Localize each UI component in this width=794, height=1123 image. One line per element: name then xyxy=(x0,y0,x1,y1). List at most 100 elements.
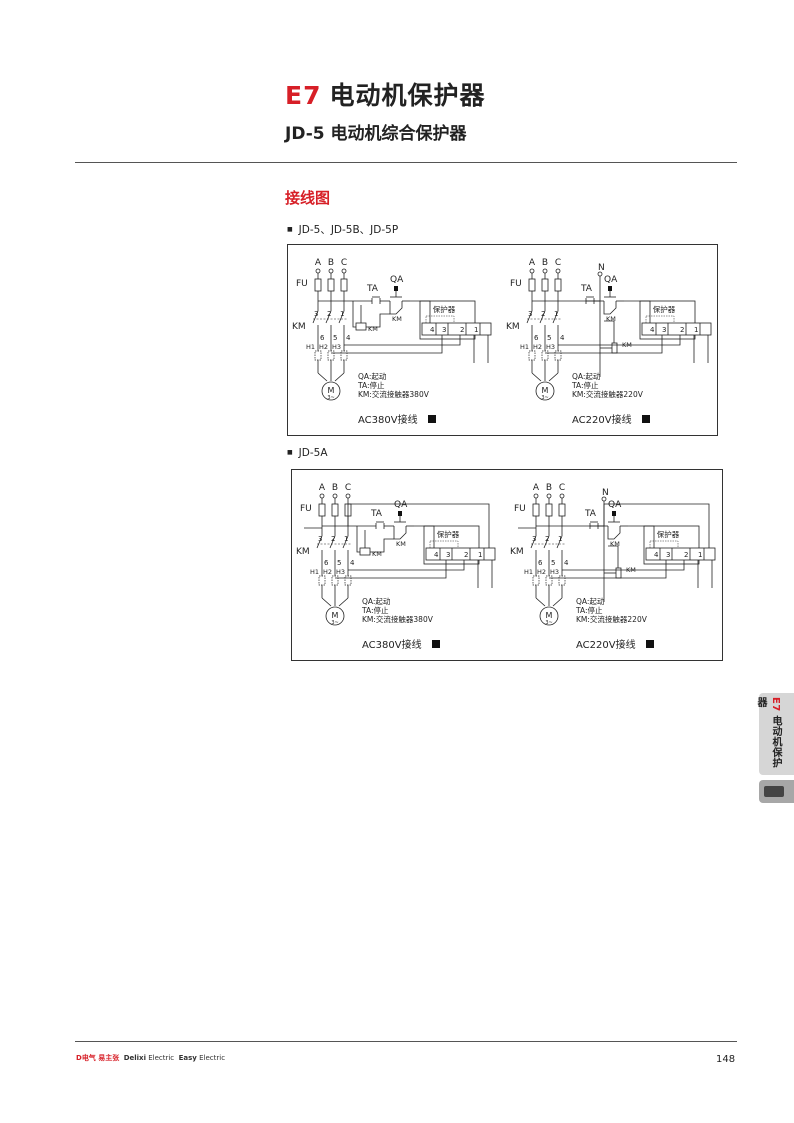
km-contact xyxy=(530,535,537,549)
km-contact xyxy=(316,535,323,549)
section-title: 接线图 xyxy=(285,189,331,207)
contact-bottom-6: 6 xyxy=(538,559,543,567)
transformer-H1: H1 xyxy=(310,568,319,576)
group-label-2: JD-5A xyxy=(287,447,328,459)
wire xyxy=(331,335,443,354)
km-coil-label: KM xyxy=(368,325,378,333)
qa-button-icon xyxy=(608,286,612,291)
transformer-H2: H2 xyxy=(319,343,328,351)
fuse-label: FU xyxy=(296,279,308,289)
legend-km: KM:交流接触器220V xyxy=(576,614,648,624)
phase-label-B: B xyxy=(542,258,548,268)
km-aux-contact xyxy=(393,526,407,540)
phase-terminal xyxy=(542,268,548,274)
wire xyxy=(604,320,615,343)
terminal-4: 4 xyxy=(654,551,659,559)
phase-label-B: B xyxy=(546,483,552,493)
ct-3 xyxy=(554,350,562,361)
km-contact xyxy=(325,310,332,324)
neutral-label: N xyxy=(598,263,605,273)
terminal-1: 1 xyxy=(694,326,698,334)
ct-2 xyxy=(327,350,335,361)
legend-qa: QA:起动 xyxy=(576,596,605,606)
motor-phase-label: 3~ xyxy=(327,395,334,401)
terminal-3: 3 xyxy=(662,326,666,334)
fuse-1 xyxy=(528,278,536,292)
ct-2 xyxy=(331,575,339,586)
km-contact xyxy=(342,535,349,549)
contact-top-1: 1 xyxy=(344,535,348,543)
phase-terminal xyxy=(529,268,535,274)
transformer-H2: H2 xyxy=(537,568,546,576)
terminal-4: 4 xyxy=(650,326,655,334)
motor-icon xyxy=(325,606,345,626)
wire xyxy=(321,597,332,607)
km-label: KM xyxy=(292,322,306,332)
km-coil xyxy=(355,322,367,331)
qa-label: QA xyxy=(604,275,618,285)
fuse-2 xyxy=(331,503,339,517)
phase-label-A: A xyxy=(315,258,322,268)
transformer-H3: H3 xyxy=(336,568,345,576)
wire xyxy=(414,525,435,548)
brand-en-delixi: Delixi xyxy=(123,1054,146,1062)
wire xyxy=(348,560,465,571)
contact-top-2: 2 xyxy=(541,310,545,318)
wire xyxy=(344,335,461,346)
side-tab[interactable] xyxy=(759,693,794,775)
km-aux-label: KM xyxy=(606,315,616,323)
terminal-3: 3 xyxy=(442,326,446,334)
wire xyxy=(347,503,490,548)
brand-en-electric: Electric xyxy=(148,1054,175,1062)
fuse-3 xyxy=(554,278,562,292)
protector-label: 保护器 xyxy=(653,304,676,314)
wire xyxy=(603,503,710,548)
contact-bottom-5: 5 xyxy=(547,334,551,342)
phase-label-C: C xyxy=(345,483,351,493)
km-contact xyxy=(312,310,319,324)
contact-bottom-5: 5 xyxy=(333,334,337,342)
ct-1 xyxy=(314,350,322,361)
terminal-strip xyxy=(421,322,492,336)
transformer-H2: H2 xyxy=(323,568,332,576)
phase-terminal xyxy=(319,493,325,499)
contact-top-3: 3 xyxy=(314,310,318,318)
brand-logo-mark: D xyxy=(76,1054,82,1062)
km-aux-label: KM xyxy=(396,540,406,548)
bottom-divider xyxy=(75,1041,737,1042)
protector-product-icon xyxy=(764,786,784,797)
fuse-1 xyxy=(314,278,322,292)
title-text: 电动机保护器 xyxy=(329,81,486,110)
phase-terminal xyxy=(533,493,539,499)
phase-label-C: C xyxy=(341,258,347,268)
contact-top-1: 1 xyxy=(558,535,562,543)
phase-terminal xyxy=(546,493,552,499)
brand-en-electric2: Electric xyxy=(199,1054,226,1062)
km-label: KM xyxy=(296,547,310,557)
legend-km: KM:交流接触器220V xyxy=(572,389,644,399)
ct-2 xyxy=(545,575,553,586)
phase-terminal xyxy=(332,493,338,499)
phase-label-A: A xyxy=(533,483,540,493)
contact-top-2: 2 xyxy=(327,310,331,318)
legend-qa: QA:起动 xyxy=(572,371,601,381)
terminal-4: 4 xyxy=(430,326,435,334)
km-contact xyxy=(543,535,550,549)
contact-bottom-4: 4 xyxy=(564,559,569,567)
protector-label: 保护器 xyxy=(433,304,456,314)
transformer-H1: H1 xyxy=(520,343,529,351)
wire xyxy=(535,597,546,607)
legend-qa: QA:起动 xyxy=(362,596,391,606)
legend-ta: TA:停止 xyxy=(357,380,385,390)
fuse-3 xyxy=(558,503,566,517)
fuse-2 xyxy=(545,503,553,517)
terminal-1: 1 xyxy=(474,326,478,334)
contact-bottom-4: 4 xyxy=(346,334,351,342)
km-coil-label: KM xyxy=(372,550,382,558)
phase-label-B: B xyxy=(332,483,338,493)
km-contact xyxy=(552,310,559,324)
diagram-caption: AC380V接线 xyxy=(362,638,422,651)
motor-label: M xyxy=(546,611,553,620)
km-coil xyxy=(359,547,371,556)
